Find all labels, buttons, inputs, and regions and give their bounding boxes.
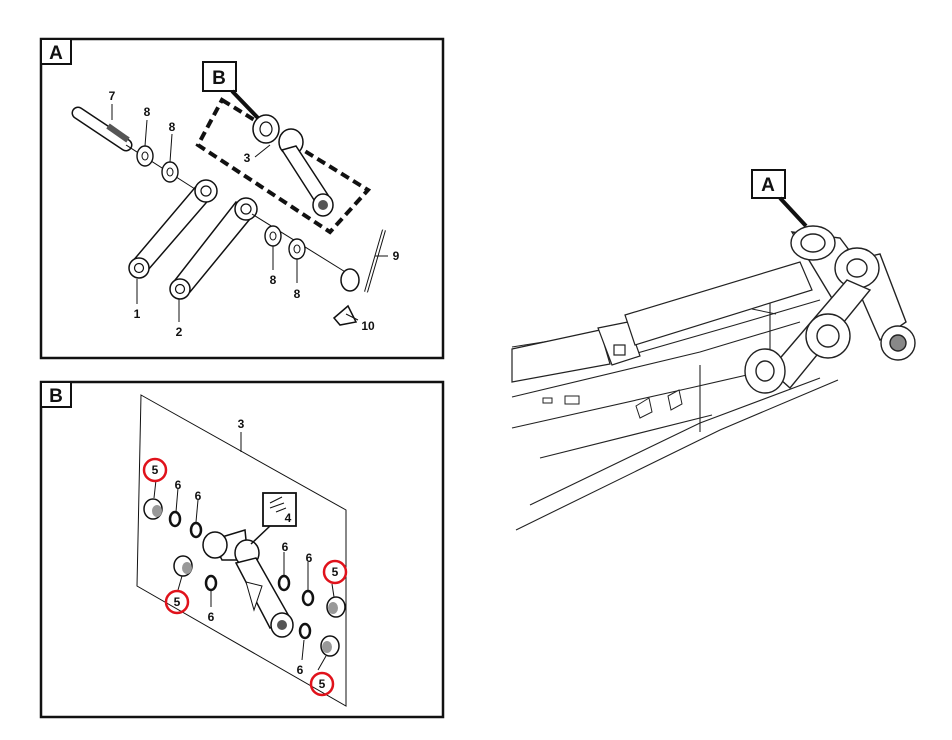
part-label-6: 6 (282, 540, 289, 554)
part-label-5: 5 (332, 565, 339, 579)
boom-decals (542, 308, 777, 419)
part-label-5: 5 (174, 595, 181, 609)
highlight-circle (309, 671, 335, 697)
part-label-2: 2 (176, 325, 183, 339)
panel-b: B 3 (39, 380, 445, 719)
callout-b-leader (230, 89, 260, 120)
panel-b-tag-box (40, 381, 72, 408)
part-label-10: 10 (361, 319, 375, 333)
bushings-5 (143, 498, 346, 657)
highlight-circle (322, 559, 348, 585)
part-label-8: 8 (270, 273, 277, 287)
part-label-3: 3 (238, 417, 245, 431)
panel-b-leaders (153, 479, 335, 671)
part-label-3: 3 (244, 151, 251, 165)
callout-a-leader (778, 196, 808, 228)
part-label-6: 6 (195, 489, 202, 503)
pin-7-drawing (71, 106, 196, 190)
highlight-circle (142, 457, 168, 483)
part-label-8: 8 (144, 105, 151, 119)
part-label-8: 8 (294, 287, 301, 301)
detail-boundary (136, 394, 347, 707)
part-label-6: 6 (306, 551, 313, 565)
part-label-1: 1 (134, 307, 141, 321)
panel-a-tag: A (49, 43, 63, 64)
part-label-6: 6 (175, 478, 182, 492)
part-label-6: 6 (297, 663, 304, 677)
part-label-6: 6 (208, 610, 215, 624)
part-label-4: 4 (285, 511, 292, 525)
link-2-drawing (169, 197, 356, 300)
part-label-5: 5 (152, 463, 159, 477)
link-1-drawing (128, 179, 218, 279)
callout-b-label: B (212, 68, 226, 89)
highlight-circle (164, 589, 190, 615)
panel-a-tag-box (40, 38, 72, 65)
machine-overview: A (511, 169, 916, 531)
part-label-9: 9 (393, 249, 400, 263)
rings-6 (168, 510, 315, 640)
highlight-circles (142, 457, 348, 697)
part-label-5: 5 (319, 677, 326, 691)
part-label-8: 8 (169, 120, 176, 134)
part-label-7: 7 (109, 89, 116, 103)
pin-end (340, 268, 360, 292)
nut-10-drawing (332, 304, 358, 326)
cylinder (511, 261, 813, 383)
arm-3-drawing (202, 529, 294, 638)
link-3-drawing (252, 114, 334, 217)
panel-a-leaders (111, 104, 388, 322)
panel-a: A B (39, 37, 445, 360)
callout-a-label: A (761, 175, 775, 196)
callout-a-box (751, 169, 786, 199)
panel-b-tag: B (49, 386, 63, 407)
grease-icon (269, 496, 287, 513)
linkage (744, 225, 916, 394)
callout-b-box (202, 61, 237, 92)
detail-frame (195, 97, 372, 235)
